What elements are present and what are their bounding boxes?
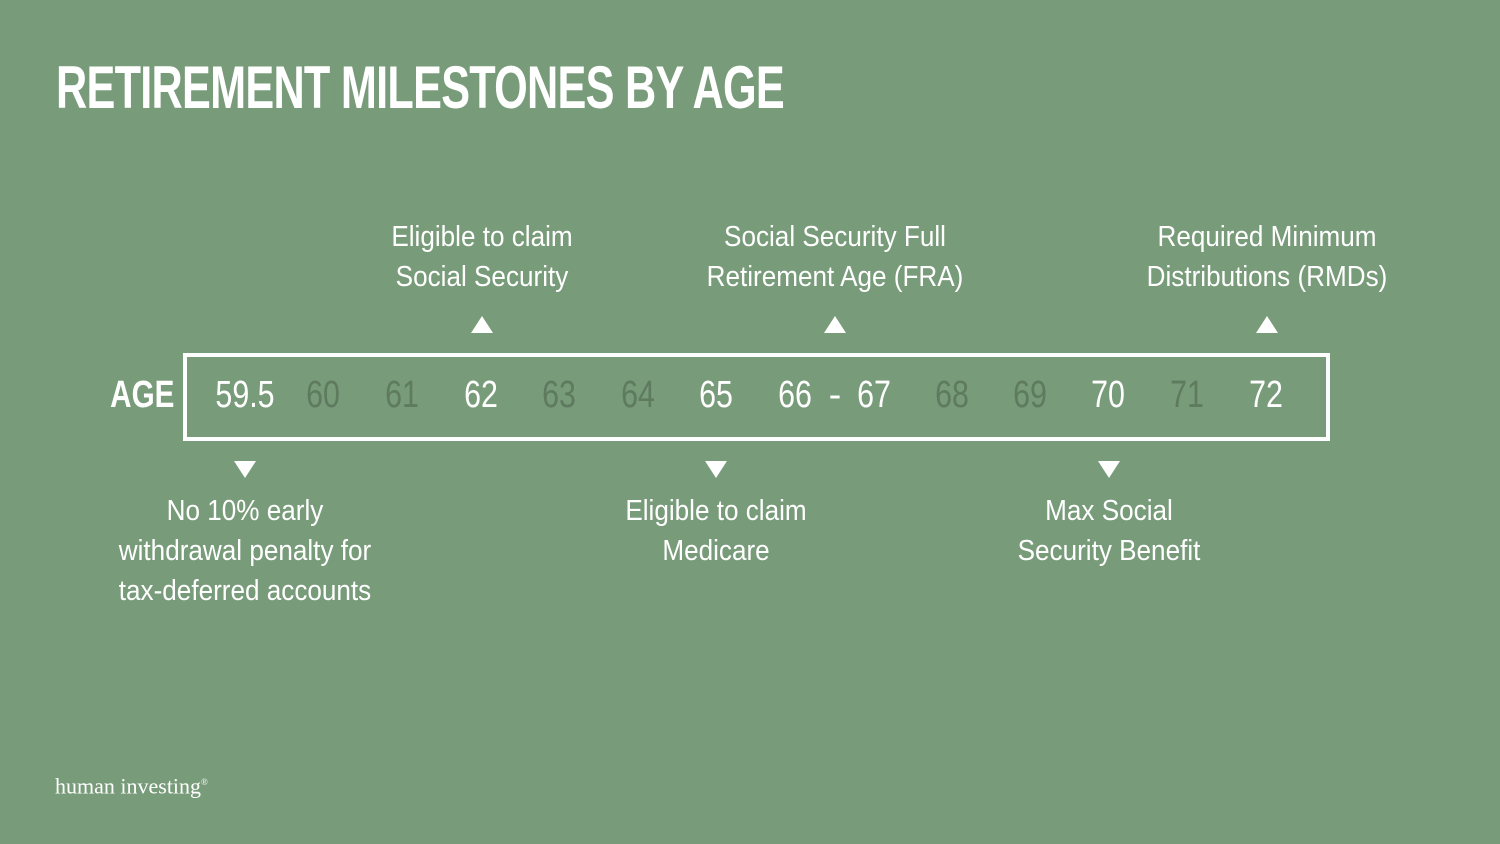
milestone-text-line: withdrawal penalty for bbox=[118, 535, 372, 567]
age-tick-72: 72 bbox=[1249, 374, 1283, 416]
milestone-text-line: Social Security Full bbox=[724, 221, 946, 253]
age-tick-59-5: 59.5 bbox=[215, 374, 275, 416]
milestone-text-line: Medicare bbox=[662, 535, 770, 567]
milestone-required-minimum-distributions: Required Minimum Distributions (RMDs) bbox=[1117, 217, 1417, 297]
age-tick-67: 67 bbox=[857, 374, 891, 416]
milestone-text-line: Distributions (RMDs) bbox=[1146, 261, 1388, 293]
age-tick-60: 60 bbox=[306, 374, 340, 416]
age-timeline-track bbox=[183, 353, 1330, 441]
triangle-up-icon bbox=[824, 316, 846, 333]
milestone-text-line: Required Minimum bbox=[1157, 221, 1377, 253]
triangle-down-icon bbox=[234, 461, 256, 478]
milestone-text-line: Max Social bbox=[1045, 495, 1173, 527]
brand-name: human investing bbox=[55, 773, 202, 799]
age-tick-66: 66 bbox=[778, 374, 812, 416]
milestone-text-line: No 10% early bbox=[166, 495, 324, 527]
milestone-no-early-withdrawal-penalty: No 10% early withdrawal penalty for tax-… bbox=[95, 491, 395, 611]
milestone-text-line: Security Benefit bbox=[1017, 535, 1201, 567]
page-title: RETIREMENT MILESTONES BY AGE bbox=[56, 54, 785, 121]
age-tick-65: 65 bbox=[699, 374, 733, 416]
milestone-text-line: Social Security bbox=[395, 261, 569, 293]
milestone-text-line: Eligible to claim bbox=[391, 221, 573, 253]
milestone-text-line: Eligible to claim bbox=[625, 495, 807, 527]
milestone-social-security-eligibility: Eligible to claim Social Security bbox=[332, 217, 632, 297]
age-tick-69: 69 bbox=[1013, 374, 1047, 416]
age-tick-63: 63 bbox=[542, 374, 576, 416]
registered-mark: ® bbox=[201, 777, 208, 787]
age-tick-71: 71 bbox=[1170, 374, 1204, 416]
triangle-up-icon bbox=[471, 316, 493, 333]
triangle-up-icon bbox=[1256, 316, 1278, 333]
age-tick-68: 68 bbox=[935, 374, 969, 416]
age-tick-61: 61 bbox=[385, 374, 419, 416]
milestone-text-line: Retirement Age (FRA) bbox=[706, 261, 964, 293]
milestone-medicare-eligibility: Eligible to claim Medicare bbox=[566, 491, 866, 571]
triangle-down-icon bbox=[1098, 461, 1120, 478]
age-axis-label: AGE bbox=[110, 374, 175, 416]
brand-logo: human investing® bbox=[55, 768, 208, 800]
milestone-max-social-security-benefit: Max Social Security Benefit bbox=[959, 491, 1259, 571]
triangle-down-icon bbox=[705, 461, 727, 478]
age-tick-70: 70 bbox=[1091, 374, 1125, 416]
milestone-text-line: tax-deferred accounts bbox=[118, 575, 372, 607]
age-tick-62: 62 bbox=[464, 374, 498, 416]
age-tick-64: 64 bbox=[621, 374, 655, 416]
age-range-separator: - bbox=[828, 374, 842, 416]
milestone-full-retirement-age: Social Security Full Retirement Age (FRA… bbox=[685, 217, 985, 297]
